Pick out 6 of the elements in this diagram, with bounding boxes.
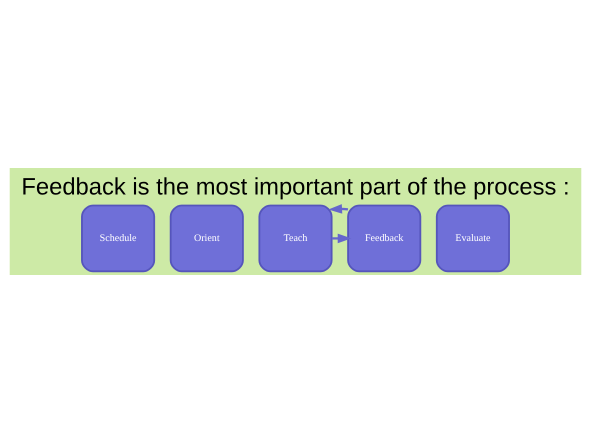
- node-box: Evaluate: [436, 204, 510, 272]
- node-box: Teach: [258, 204, 333, 272]
- node-box: Schedule: [81, 204, 156, 272]
- diagram-title: Feedback is the most important part of the process :: [21, 172, 570, 200]
- node-box: Orient: [170, 204, 244, 272]
- node-box: Feedback: [347, 204, 422, 272]
